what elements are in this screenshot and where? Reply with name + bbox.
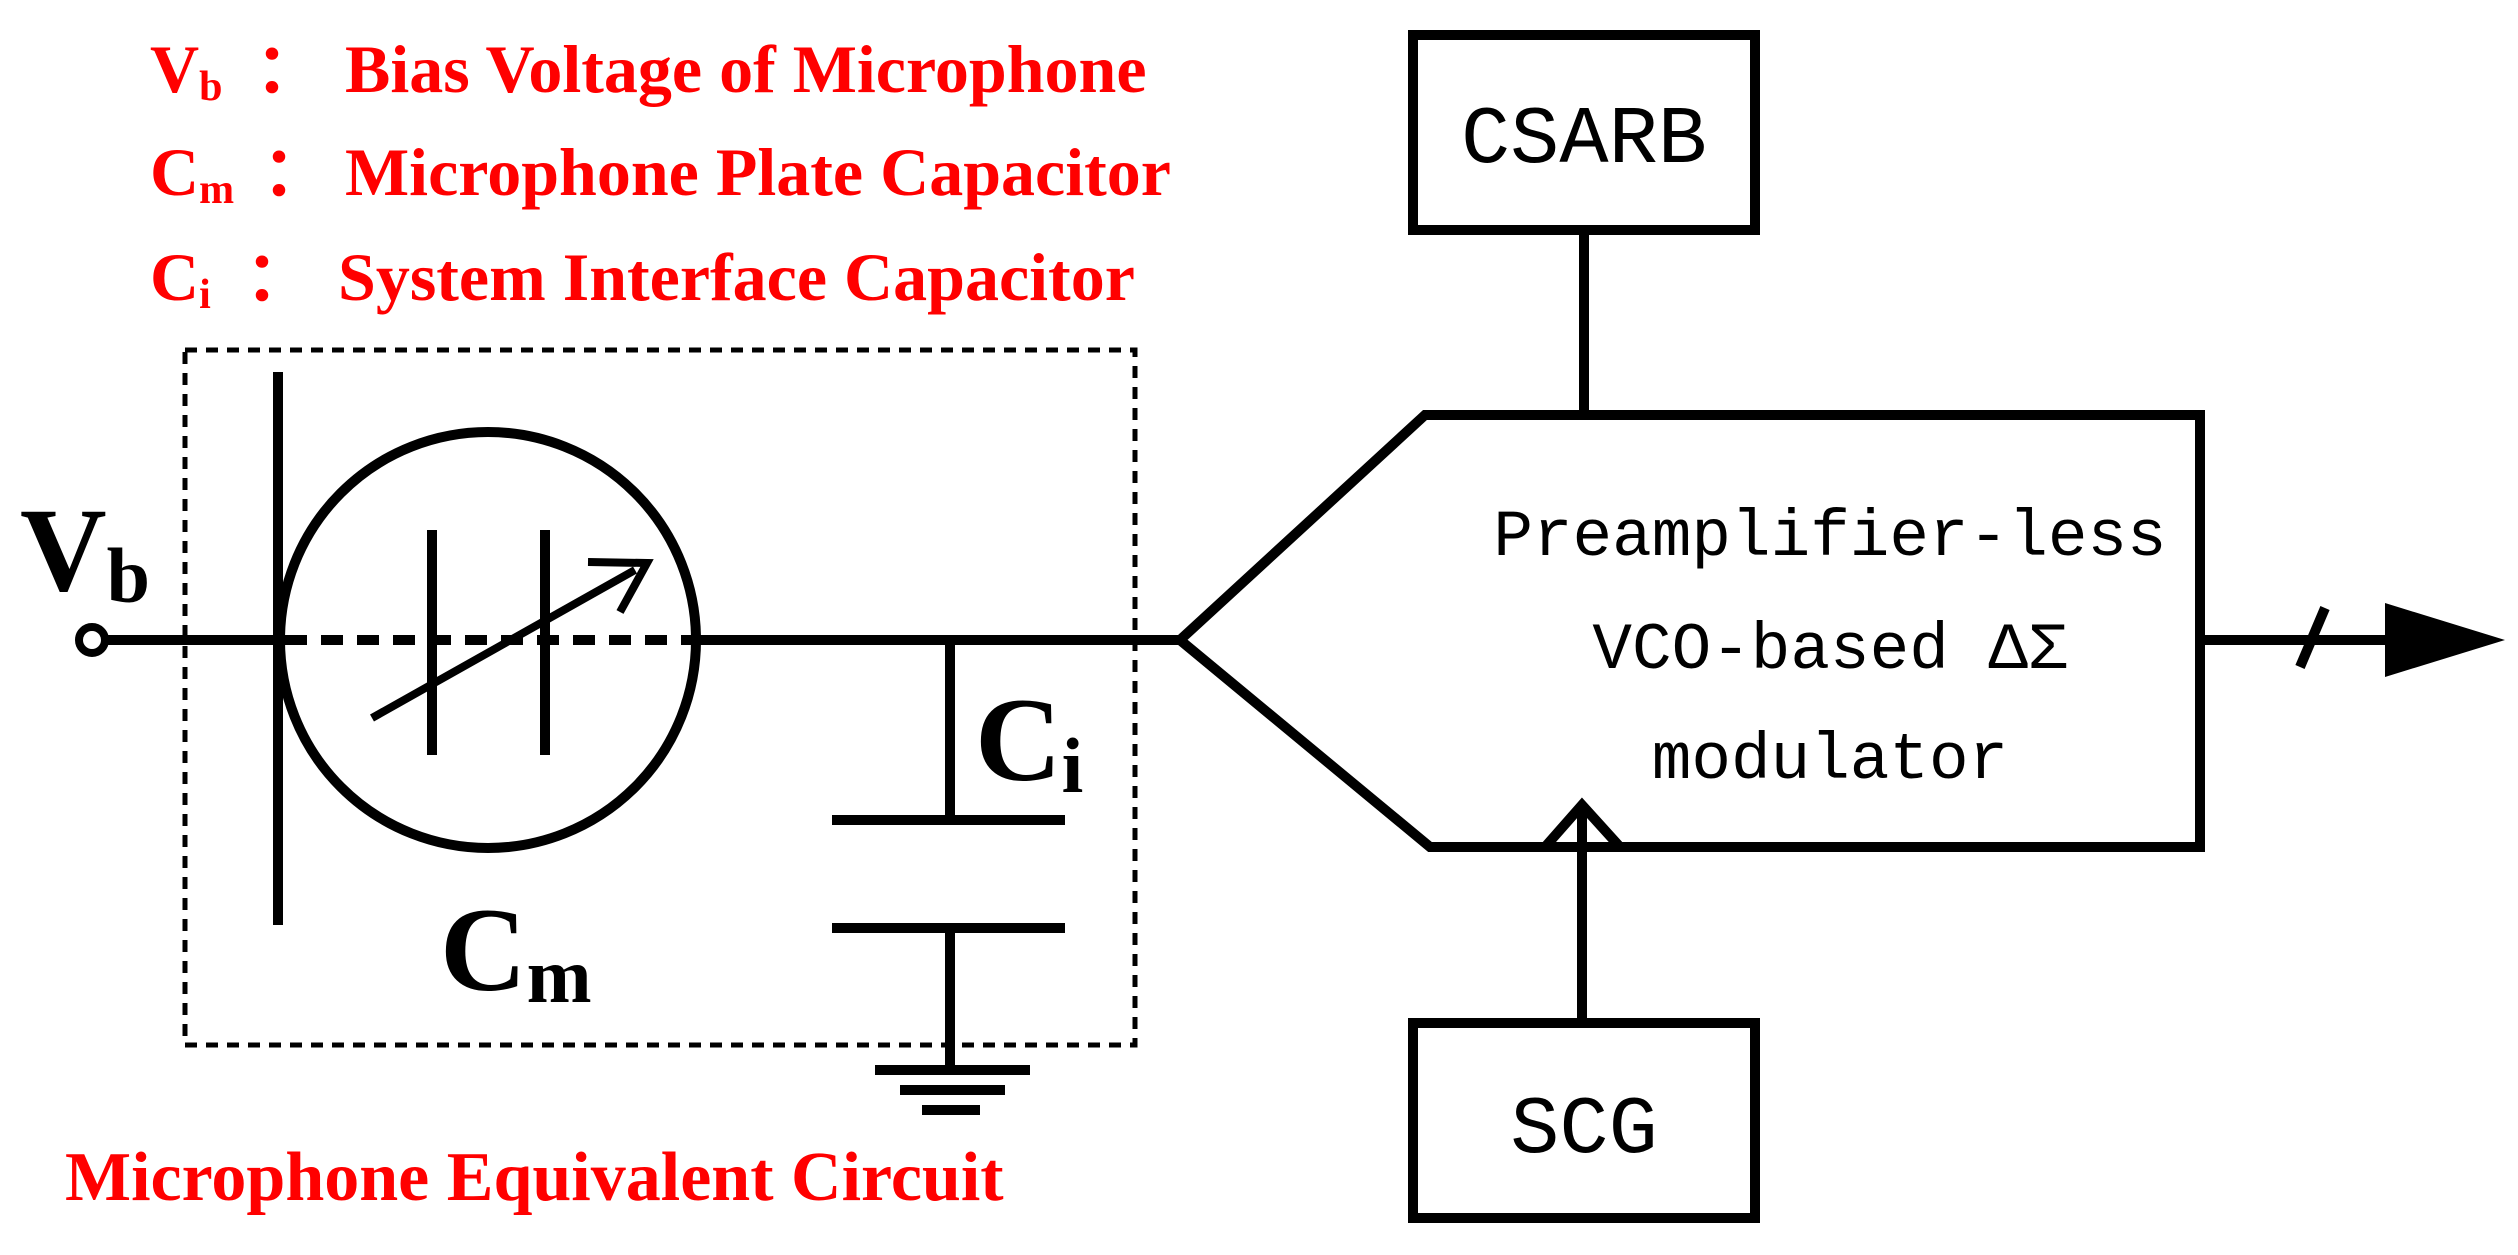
cm-label: Cm <box>440 883 592 1019</box>
modulator-block <box>1172 410 2205 852</box>
vb-terminal-node <box>75 623 109 657</box>
csarb-label: CSARB <box>1461 94 1707 187</box>
legend-vb-symbol: Vb <box>150 31 222 110</box>
clock-input-marker <box>1541 797 1624 851</box>
legend-cm-text: Microphone Plate Capacitor <box>345 134 1171 210</box>
legend-ci-symbol: Ci <box>150 239 211 318</box>
scg-label: SCG <box>1510 1084 1658 1177</box>
microphone-equivalent-boundary <box>182 347 1138 1048</box>
modulator-label-line1: Preamplifier-less <box>1493 500 2166 575</box>
modulator-label-line3: modulator <box>1652 723 2008 798</box>
modulator-label-line2: VCO-based ΔΣ <box>1592 613 2067 688</box>
legend-cm-symbol: Cm <box>150 134 234 213</box>
ground-icon <box>875 1065 1030 1115</box>
circuit-caption: Microphone Equivalent Circuit <box>65 1139 1004 1216</box>
cm-variable-arrow-head <box>587 558 654 614</box>
legend-ci-text: System Interface Capacitor <box>338 239 1135 315</box>
ci-label: Ci <box>975 673 1083 809</box>
legend: Vb ： Bias Voltage of Microphone Cm ： Mic… <box>150 31 1171 318</box>
legend-ci-separator: ： <box>245 239 313 315</box>
output-bus-slash <box>2295 606 2330 669</box>
legend-vb-text: Bias Voltage of Microphone <box>345 31 1147 107</box>
vb-label: Vb <box>20 483 150 619</box>
legend-vb-separator: ： <box>255 31 323 107</box>
cm-variable-arrow-shaft <box>370 566 637 722</box>
legend-cm-separator: ： <box>262 134 330 210</box>
output-arrow-icon <box>2385 603 2505 677</box>
